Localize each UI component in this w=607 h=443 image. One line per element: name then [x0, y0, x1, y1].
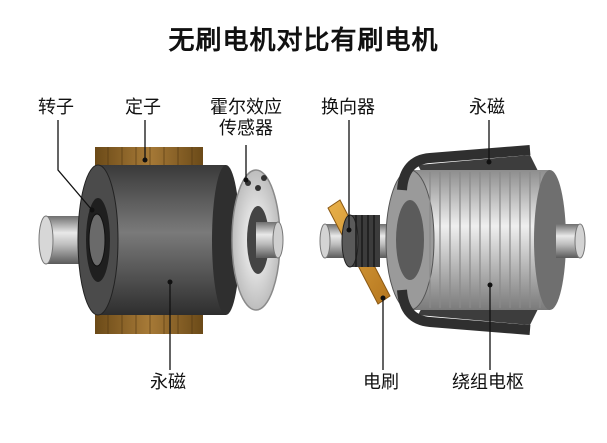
diagram-title: 无刷电机对比有刷电机 — [168, 26, 439, 56]
brushed-permanent-magnet-label: 永磁 — [469, 97, 505, 118]
hall-sensor-label-line2: 传感器 — [219, 118, 273, 139]
brushless-motor — [38, 147, 284, 334]
brushed-motor — [319, 145, 586, 335]
rotor — [88, 213, 106, 267]
hall-sensor-label: 霍尔效应 传感器 — [210, 97, 282, 139]
commutator-label: 换向器 — [321, 97, 375, 118]
brush-label: 电刷 — [363, 372, 399, 393]
brushless-shaft-end — [38, 215, 54, 265]
brushless-body-right — [212, 165, 240, 315]
stator-winding-bottom — [95, 312, 203, 334]
brushless-body — [98, 165, 226, 315]
armature-label: 绕组电枢 — [452, 372, 524, 393]
stator-label: 定子 — [125, 97, 161, 118]
rotor-label: 转子 — [38, 97, 74, 118]
brushless-permanent-magnet-label: 永磁 — [150, 372, 186, 393]
leader-lines — [57, 120, 491, 370]
hall-sensor-label-line1: 霍尔效应 — [210, 97, 282, 118]
